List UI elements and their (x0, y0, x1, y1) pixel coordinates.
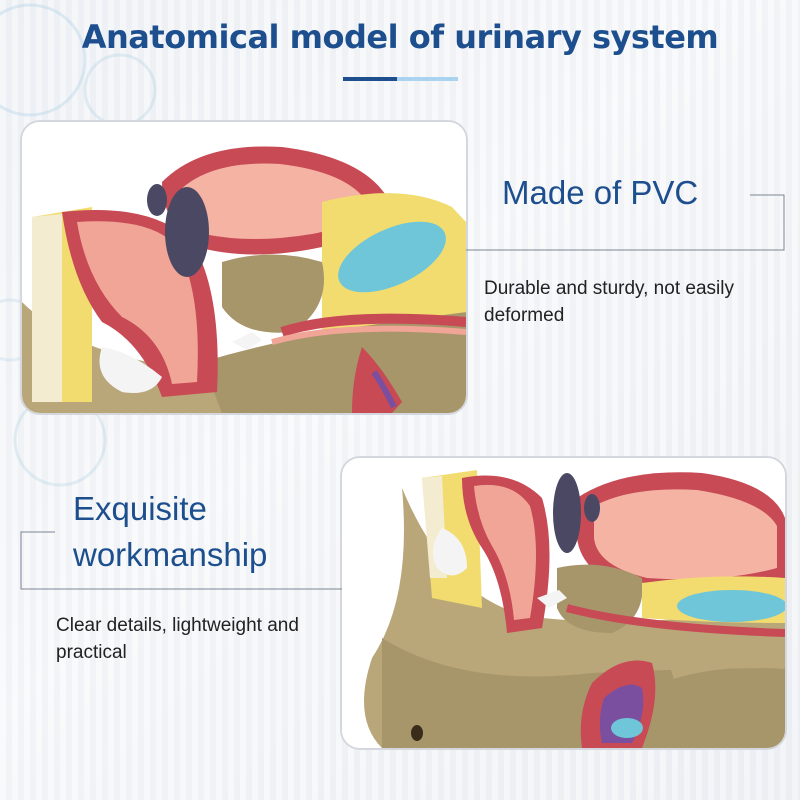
underline-light-segment (397, 77, 458, 81)
title-underline (343, 77, 458, 81)
feature-heading-workmanship: Exquisite workmanship (73, 490, 268, 573)
anatomical-model-illustration-1 (22, 122, 466, 413)
anatomical-model-illustration-2 (342, 458, 785, 748)
feature-description-workmanship: Clear details, lightweight and practical (56, 615, 299, 663)
feature-description-pvc: Durable and sturdy, not easily deformed (484, 278, 734, 326)
model-photo-bottom (342, 458, 785, 748)
underline-dark-segment (343, 77, 397, 81)
page-title: Anatomical model of urinary system (81, 18, 719, 56)
feature-heading-pvc: Made of PVC (502, 174, 699, 211)
model-photo-top (22, 122, 466, 413)
